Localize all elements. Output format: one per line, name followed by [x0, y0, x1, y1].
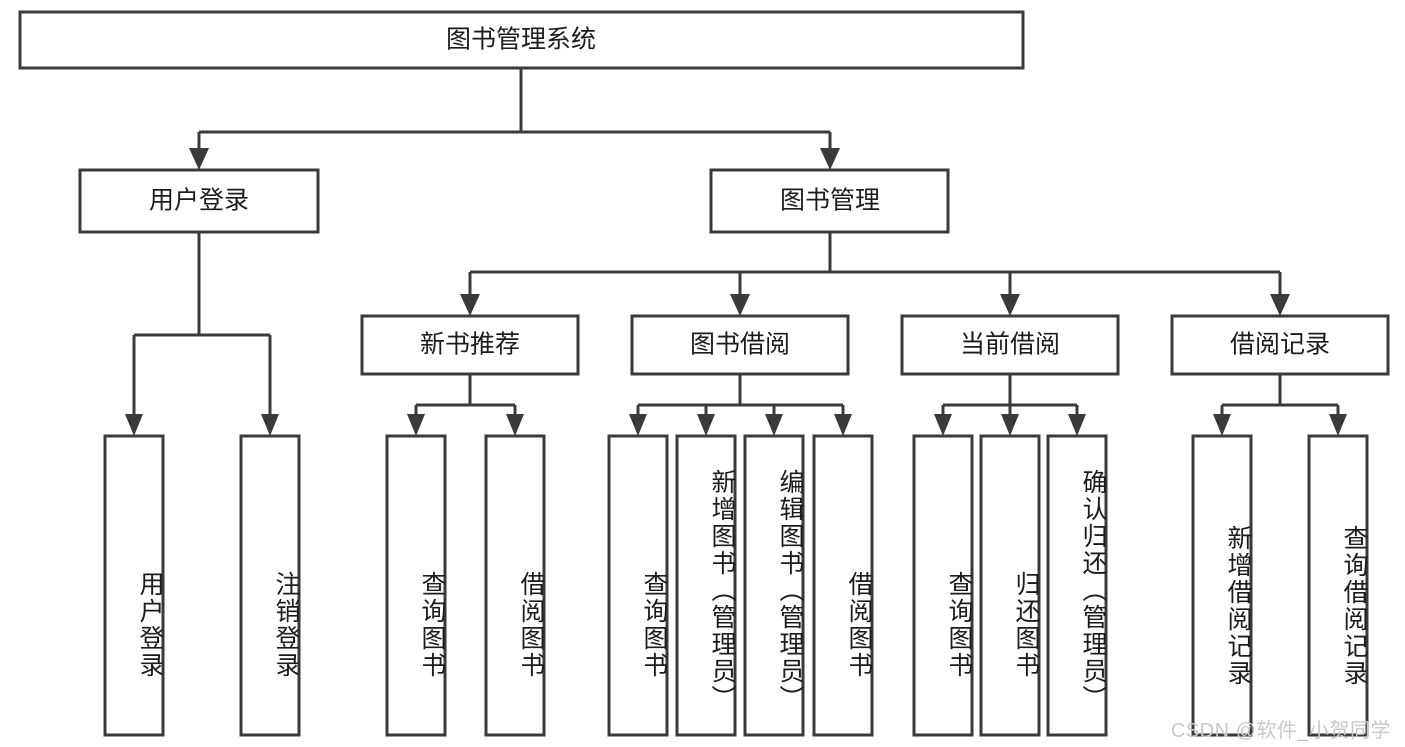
node-box-leaf-book-borrow-3[interactable] — [812, 434, 874, 737]
node-box-new-book-recommend[interactable] — [360, 314, 580, 376]
arrow-head-current-borrow — [1000, 294, 1020, 316]
arrow-head-leaf-current-borrow-1 — [1001, 414, 1019, 436]
connector-group-new-book-leaves — [407, 374, 524, 436]
node-box-leaf-book-borrow-1[interactable] — [675, 434, 737, 737]
arrow-head-leaf-new-book-0 — [407, 414, 425, 436]
arrow-head-leaf-book-borrow-2 — [765, 414, 783, 436]
connector-group-current-borrow-leaves — [934, 374, 1086, 436]
arrow-head-leaf-user-login-0 — [125, 414, 143, 436]
arrow-head-leaf-current-borrow-2 — [1068, 414, 1086, 436]
node-label-current-borrow: 当前借阅 — [960, 331, 1060, 359]
node-box-leaf-new-book-0[interactable] — [385, 434, 447, 737]
node-label-book-manage: 图书管理 — [780, 187, 880, 215]
node-box-leaf-current-borrow-0[interactable] — [912, 434, 974, 737]
arrow-head-book-manage — [820, 148, 840, 170]
node-box-leaf-book-borrow-2[interactable] — [743, 434, 805, 737]
arrow-head-borrow-record — [1270, 294, 1290, 316]
arrow-head-leaf-borrow-record-0 — [1213, 414, 1231, 436]
node-box-leaf-borrow-record-0[interactable] — [1191, 434, 1253, 737]
arrow-head-leaf-borrow-record-1 — [1329, 414, 1347, 436]
node-box-root[interactable] — [18, 10, 1025, 70]
arrow-head-leaf-book-borrow-0 — [629, 414, 647, 436]
connector-group-borrow-record-leaves — [1213, 374, 1347, 436]
node-label-new-book-recommend: 新书推荐 — [420, 331, 520, 359]
connector-group-book-borrow-leaves — [629, 374, 852, 436]
arrow-head-leaf-user-login-1 — [261, 414, 279, 436]
arrow-head-user-login — [189, 148, 209, 170]
arrow-head-book-borrow — [730, 294, 750, 316]
node-box-book-borrow[interactable] — [630, 314, 850, 376]
arrow-head-new-book-recommend — [460, 294, 480, 316]
node-label-root: 图书管理系统 — [446, 26, 596, 54]
node-box-leaf-user-login-1[interactable] — [239, 434, 301, 737]
node-label-borrow-record: 借阅记录 — [1230, 331, 1330, 359]
node-box-user-login[interactable] — [78, 168, 320, 234]
node-box-leaf-new-book-1[interactable] — [484, 434, 546, 737]
node-box-leaf-current-borrow-2[interactable] — [1046, 434, 1108, 737]
connector-group-user-login-leaves — [125, 232, 279, 436]
arrow-head-leaf-book-borrow-3 — [834, 414, 852, 436]
node-box-leaf-current-borrow-1[interactable] — [979, 434, 1041, 737]
node-box-leaf-book-borrow-0[interactable] — [607, 434, 669, 737]
watermark-text: CSDN @软件_小贺同学 — [1170, 720, 1391, 742]
node-label-book-borrow: 图书借阅 — [690, 331, 790, 359]
arrow-head-leaf-new-book-1 — [506, 414, 524, 436]
node-label-user-login: 用户登录 — [149, 187, 249, 215]
connector-group-root — [189, 68, 840, 170]
node-box-leaf-user-login-0[interactable] — [103, 434, 165, 737]
node-box-leaf-borrow-record-1[interactable] — [1307, 434, 1369, 737]
node-box-borrow-record[interactable] — [1170, 314, 1390, 376]
arrow-head-leaf-current-borrow-0 — [934, 414, 952, 436]
node-box-book-manage[interactable] — [709, 168, 950, 234]
arrow-head-leaf-book-borrow-1 — [697, 414, 715, 436]
connector-group-book-manage — [460, 232, 1290, 316]
node-box-current-borrow[interactable] — [900, 314, 1120, 376]
